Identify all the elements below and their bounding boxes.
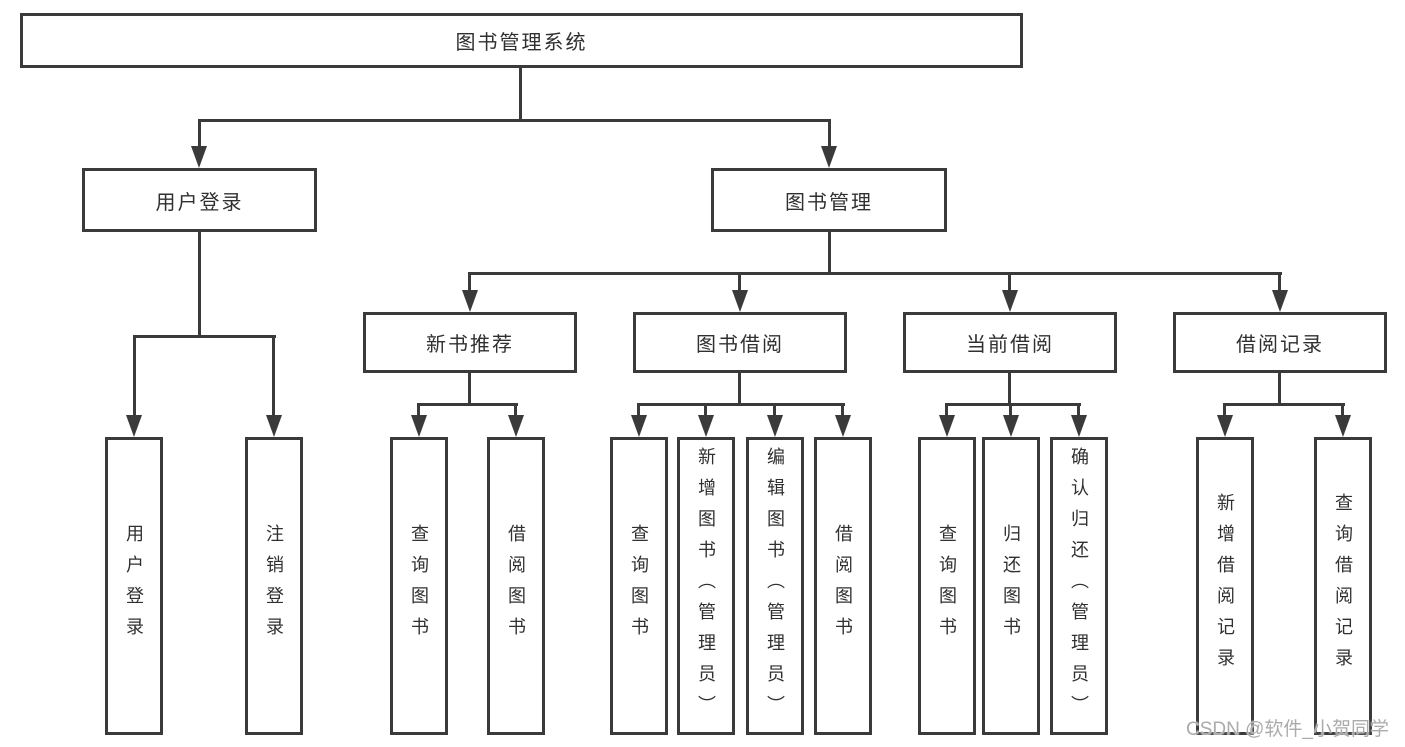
node-book-borrowing: 图书借阅: [633, 312, 847, 373]
node-label: 查询图书: [409, 524, 429, 648]
node-bb-query-books: 查询图书: [610, 437, 668, 735]
node-book-management: 图书管理: [711, 168, 947, 232]
connector-line: [1224, 403, 1345, 406]
node-label: 用户登录: [124, 524, 144, 648]
connector-line: [468, 272, 471, 292]
node-label: 查询借阅记录: [1333, 493, 1353, 679]
arrow-down-icon: [1003, 415, 1019, 437]
connector-line: [198, 119, 201, 148]
node-bb-borrow-books: 借阅图书: [814, 437, 872, 735]
node-br-add-record: 新增借阅记录: [1196, 437, 1254, 735]
connector-line: [704, 403, 707, 417]
arrow-down-icon: [126, 415, 142, 437]
connector-line: [198, 119, 831, 122]
node-bb-add-books-admin: 新增图书（管理员）: [677, 437, 735, 735]
arrow-down-icon: [835, 415, 851, 437]
arrow-down-icon: [732, 290, 748, 312]
node-user-login: 用户登录: [82, 168, 317, 232]
connector-line: [1341, 403, 1344, 417]
connector-line: [738, 272, 741, 292]
node-label: 新增借阅记录: [1215, 493, 1235, 679]
connector-line: [418, 403, 518, 406]
csdn-watermark: CSDN @软件_小贺同学: [1186, 719, 1389, 740]
connector-line: [828, 119, 831, 148]
node-label: 查询图书: [629, 524, 649, 648]
connector-line: [638, 403, 845, 406]
arrow-down-icon: [939, 415, 955, 437]
connector-line: [946, 403, 1081, 406]
connector-line: [468, 272, 1282, 275]
node-book-management-system: 图书管理系统: [20, 13, 1023, 68]
arrow-down-icon: [266, 415, 282, 437]
arrow-down-icon: [1217, 415, 1233, 437]
node-current-borrowing: 当前借阅: [903, 312, 1117, 373]
connector-line: [133, 335, 136, 417]
connector-line: [198, 232, 201, 338]
node-label: 确认归还（管理员）: [1069, 446, 1089, 726]
node-borrowing-records: 借阅记录: [1173, 312, 1387, 373]
node-cb-return-books: 归还图书: [982, 437, 1040, 735]
node-nb-query-books: 查询图书: [390, 437, 448, 735]
connector-line: [637, 403, 640, 417]
node-label: 编辑图书（管理员）: [765, 446, 785, 726]
node-label: 归还图书: [1001, 524, 1021, 648]
arrow-down-icon: [462, 290, 478, 312]
node-label: 新增图书（管理员）: [696, 446, 716, 726]
arrow-down-icon: [1272, 290, 1288, 312]
connector-line: [519, 68, 522, 121]
arrow-down-icon: [631, 415, 647, 437]
connector-line: [272, 335, 275, 417]
connector-line: [1278, 373, 1281, 406]
node-bb-edit-books-admin: 编辑图书（管理员）: [746, 437, 804, 735]
connector-line: [841, 403, 844, 417]
arrow-down-icon: [1335, 415, 1351, 437]
arrow-down-icon: [767, 415, 783, 437]
arrow-down-icon: [508, 415, 524, 437]
connector-line: [417, 403, 420, 417]
connector-line: [1278, 272, 1281, 292]
node-cb-query-books: 查询图书: [918, 437, 976, 735]
connector-line: [1009, 403, 1012, 417]
connector-line: [773, 403, 776, 417]
connector-line: [514, 403, 517, 417]
connector-line: [828, 232, 831, 275]
connector-line: [738, 373, 741, 406]
arrow-down-icon: [191, 146, 207, 168]
node-label: 借阅图书: [833, 524, 853, 648]
node-logout: 注销登录: [245, 437, 303, 735]
node-label: 注销登录: [264, 524, 284, 648]
node-cb-confirm-return-admin: 确认归还（管理员）: [1050, 437, 1108, 735]
node-label: 查询图书: [937, 524, 957, 648]
arrow-down-icon: [821, 146, 837, 168]
connector-line: [1077, 403, 1080, 417]
connector-line: [468, 373, 471, 406]
node-nb-borrow-books: 借阅图书: [487, 437, 545, 735]
connector-line: [1223, 403, 1226, 417]
connector-line: [1008, 272, 1011, 292]
node-new-book-recommend: 新书推荐: [363, 312, 577, 373]
arrow-down-icon: [1002, 290, 1018, 312]
connector-line: [945, 403, 948, 417]
connector-line: [1008, 373, 1011, 406]
arrow-down-icon: [1071, 415, 1087, 437]
arrow-down-icon: [411, 415, 427, 437]
node-label: 借阅图书: [506, 524, 526, 648]
connector-line: [133, 335, 276, 338]
node-user-login-leaf: 用户登录: [105, 437, 163, 735]
node-br-query-record: 查询借阅记录: [1314, 437, 1372, 735]
arrow-down-icon: [698, 415, 714, 437]
